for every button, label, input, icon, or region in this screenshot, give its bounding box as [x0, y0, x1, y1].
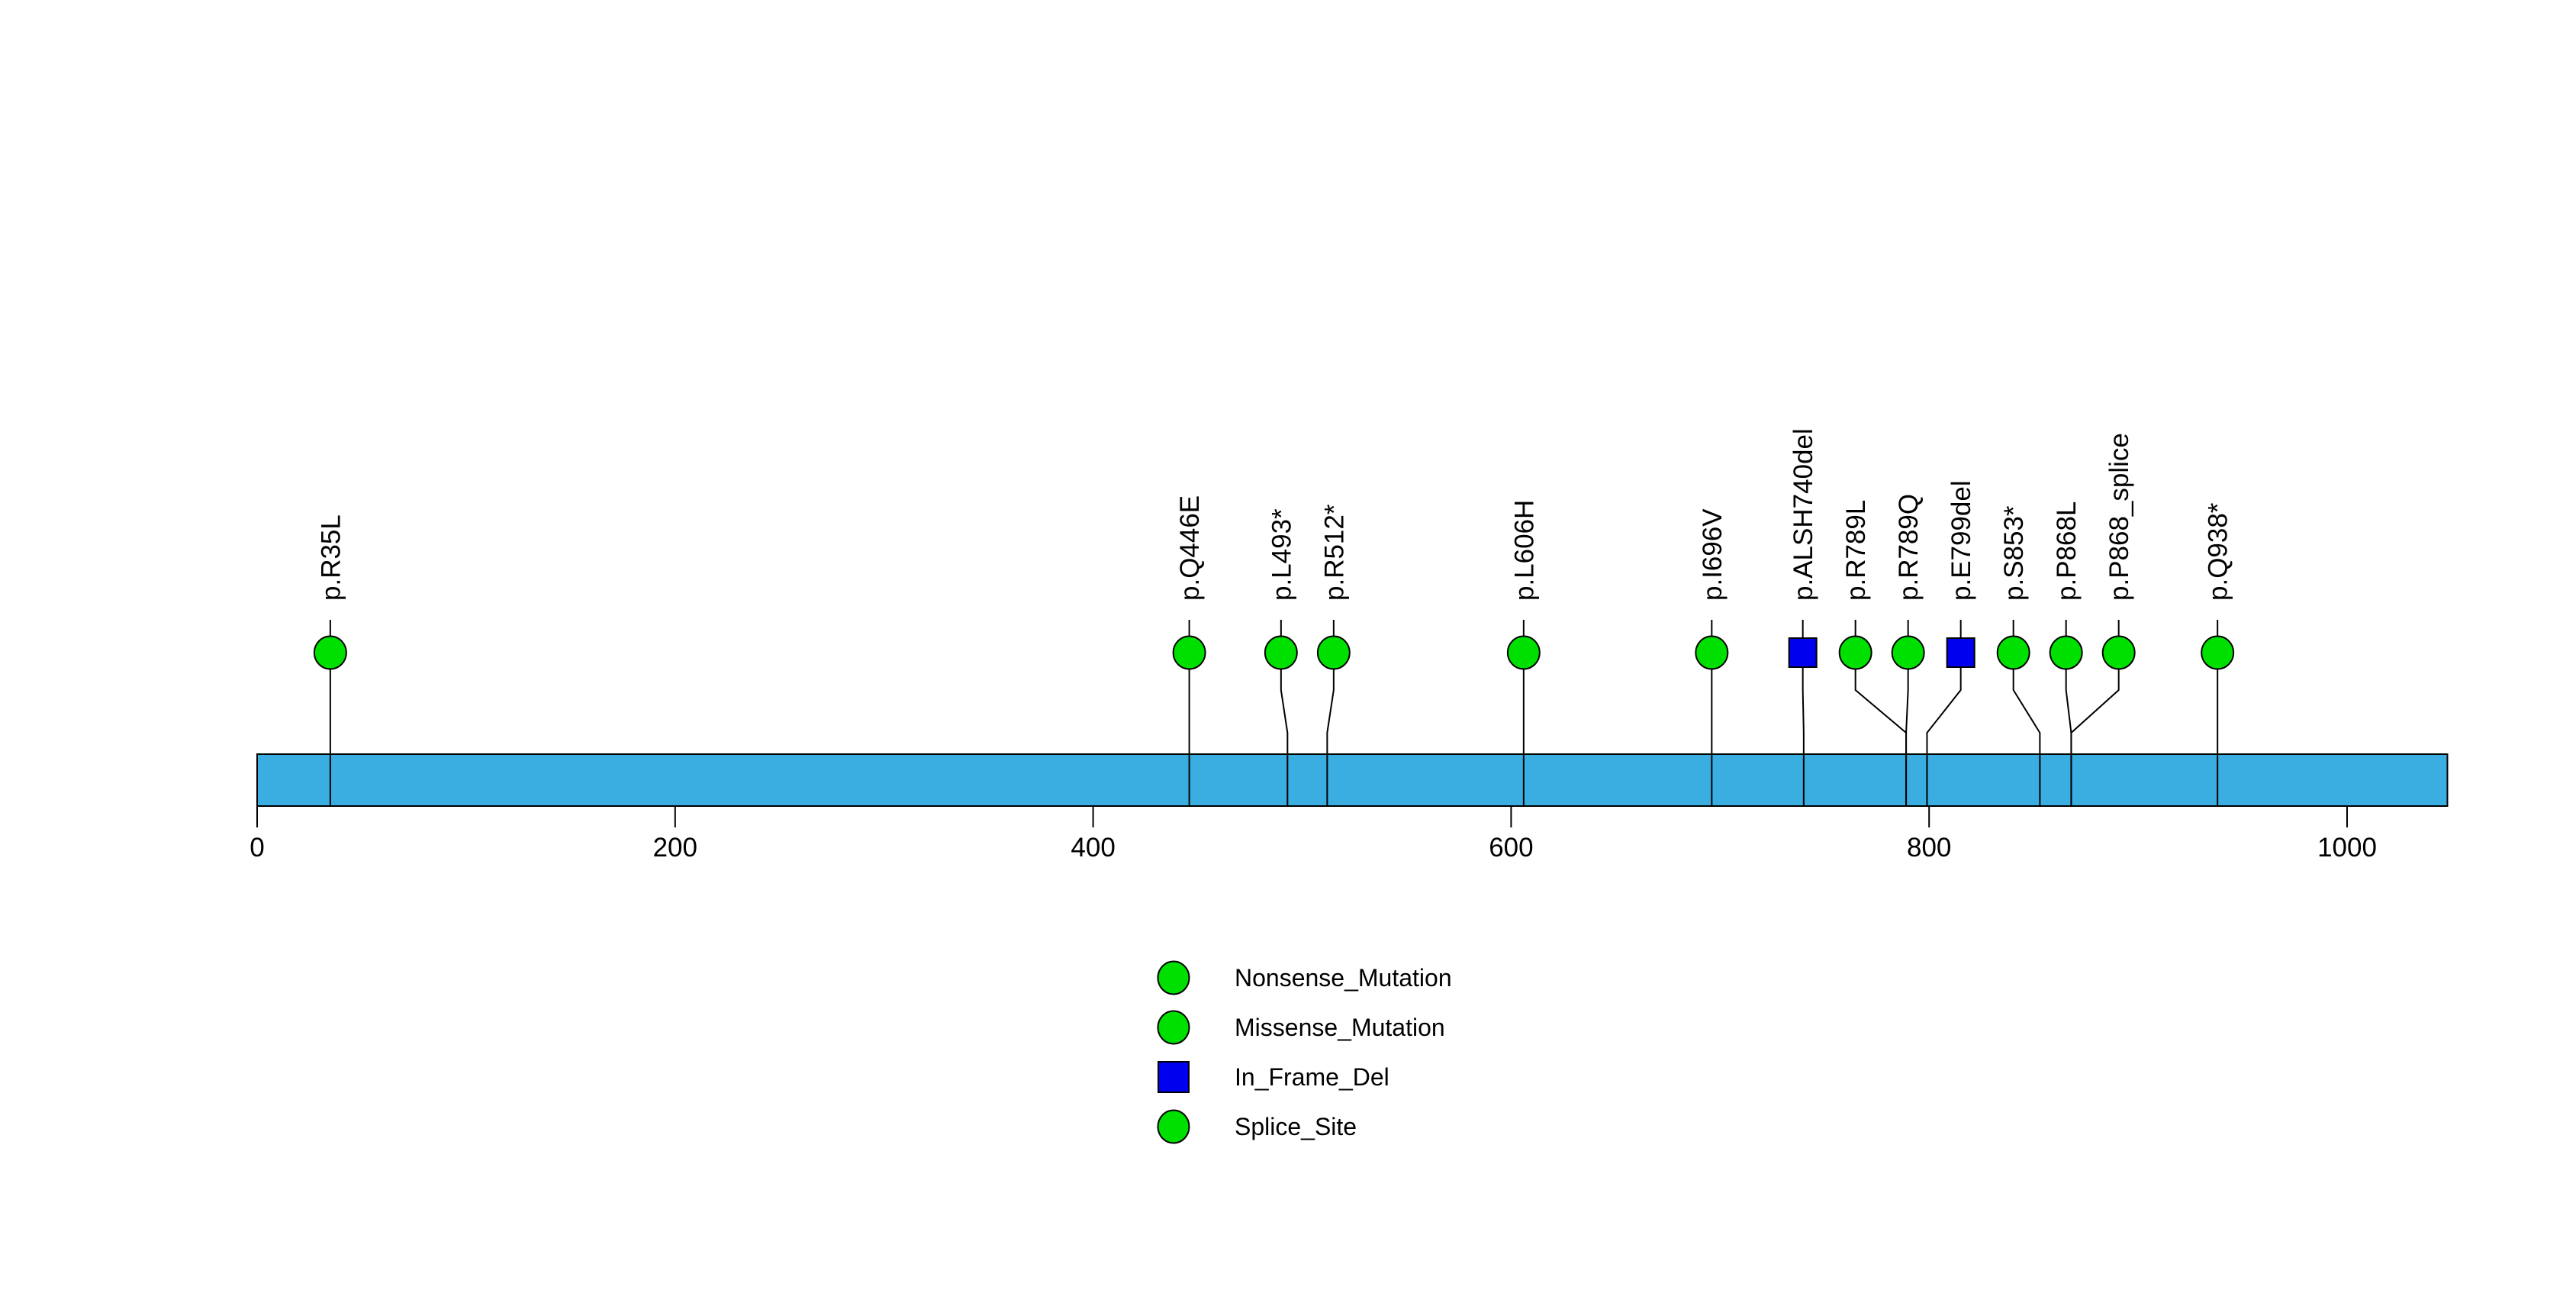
- x-axis: 0 200 400 600 800 1000: [250, 806, 2377, 863]
- mutation-label: p.P868L: [2052, 501, 2082, 601]
- mutation-label: p.L493*: [1267, 508, 1296, 601]
- legend-swatch-circle: [1157, 960, 1190, 995]
- axis-tick-label: 600: [1489, 833, 1533, 863]
- axis-tick-label: 200: [653, 833, 697, 863]
- legend-label: Splice_Site: [1235, 1113, 1357, 1140]
- mutation-marker-circle: [1172, 635, 1206, 670]
- mutation-label: p.Q938*: [2204, 502, 2233, 601]
- mutation-label: p.R512*: [1319, 504, 1349, 601]
- axis-tick-label: 1000: [2317, 833, 2377, 863]
- mutation-label: p.I696V: [1698, 508, 1728, 601]
- legend-swatch-circle: [1157, 1010, 1190, 1045]
- legend: Nonsense_MutationMissense_MutationIn_Fra…: [1157, 960, 1452, 1144]
- legend-label: In_Frame_Del: [1235, 1063, 1389, 1091]
- mutation-marker-circle: [2201, 635, 2235, 670]
- mutation-label: p.P868_splice: [2104, 433, 2134, 601]
- axis-tick-label: 0: [250, 833, 264, 863]
- mutation-label: p.Q446E: [1175, 495, 1205, 601]
- mutation-marker-circle: [1695, 635, 1729, 670]
- axis-tick-label: 400: [1071, 833, 1115, 863]
- mutation-label: p.ALSH740del: [1789, 428, 1818, 601]
- mutation-marker-square: [1788, 637, 1818, 668]
- mutation-marker-circle: [2049, 635, 2083, 670]
- mutation-marker-circle: [2101, 635, 2136, 670]
- mutation-label: p.S853*: [1999, 505, 2029, 601]
- mutation-labels: p.R35L p.Q446E p.L493* p.R512* p.L606H p.I696…: [316, 428, 2233, 601]
- mutation-label: p.R35L: [316, 514, 346, 601]
- mutation-marker-square: [1946, 637, 1975, 668]
- axis-tick-label: 800: [1907, 833, 1951, 863]
- mutation-marker-circle: [1506, 635, 1541, 670]
- mutation-markers: [313, 635, 2235, 670]
- mutation-marker-circle: [313, 635, 347, 670]
- mutation-marker-circle: [1891, 635, 1925, 670]
- mutation-marker-circle: [1996, 635, 2030, 670]
- legend-swatch-square: [1158, 1061, 1190, 1093]
- legend-label: Missense_Mutation: [1235, 1014, 1445, 1041]
- mutation-label: p.E799del: [1946, 480, 1976, 601]
- mutation-marker-circle: [1264, 635, 1298, 670]
- mutation-marker-circle: [1838, 635, 1872, 670]
- mutation-label: p.R789Q: [1894, 494, 1924, 601]
- legend-swatch-circle: [1157, 1109, 1190, 1144]
- legend-label: Nonsense_Mutation: [1235, 964, 1452, 992]
- mutation-label: p.L606H: [1509, 500, 1539, 601]
- mutation-label: p.R789L: [1841, 500, 1871, 601]
- protein-bar: [256, 753, 2449, 807]
- mutation-marker-circle: [1316, 635, 1351, 670]
